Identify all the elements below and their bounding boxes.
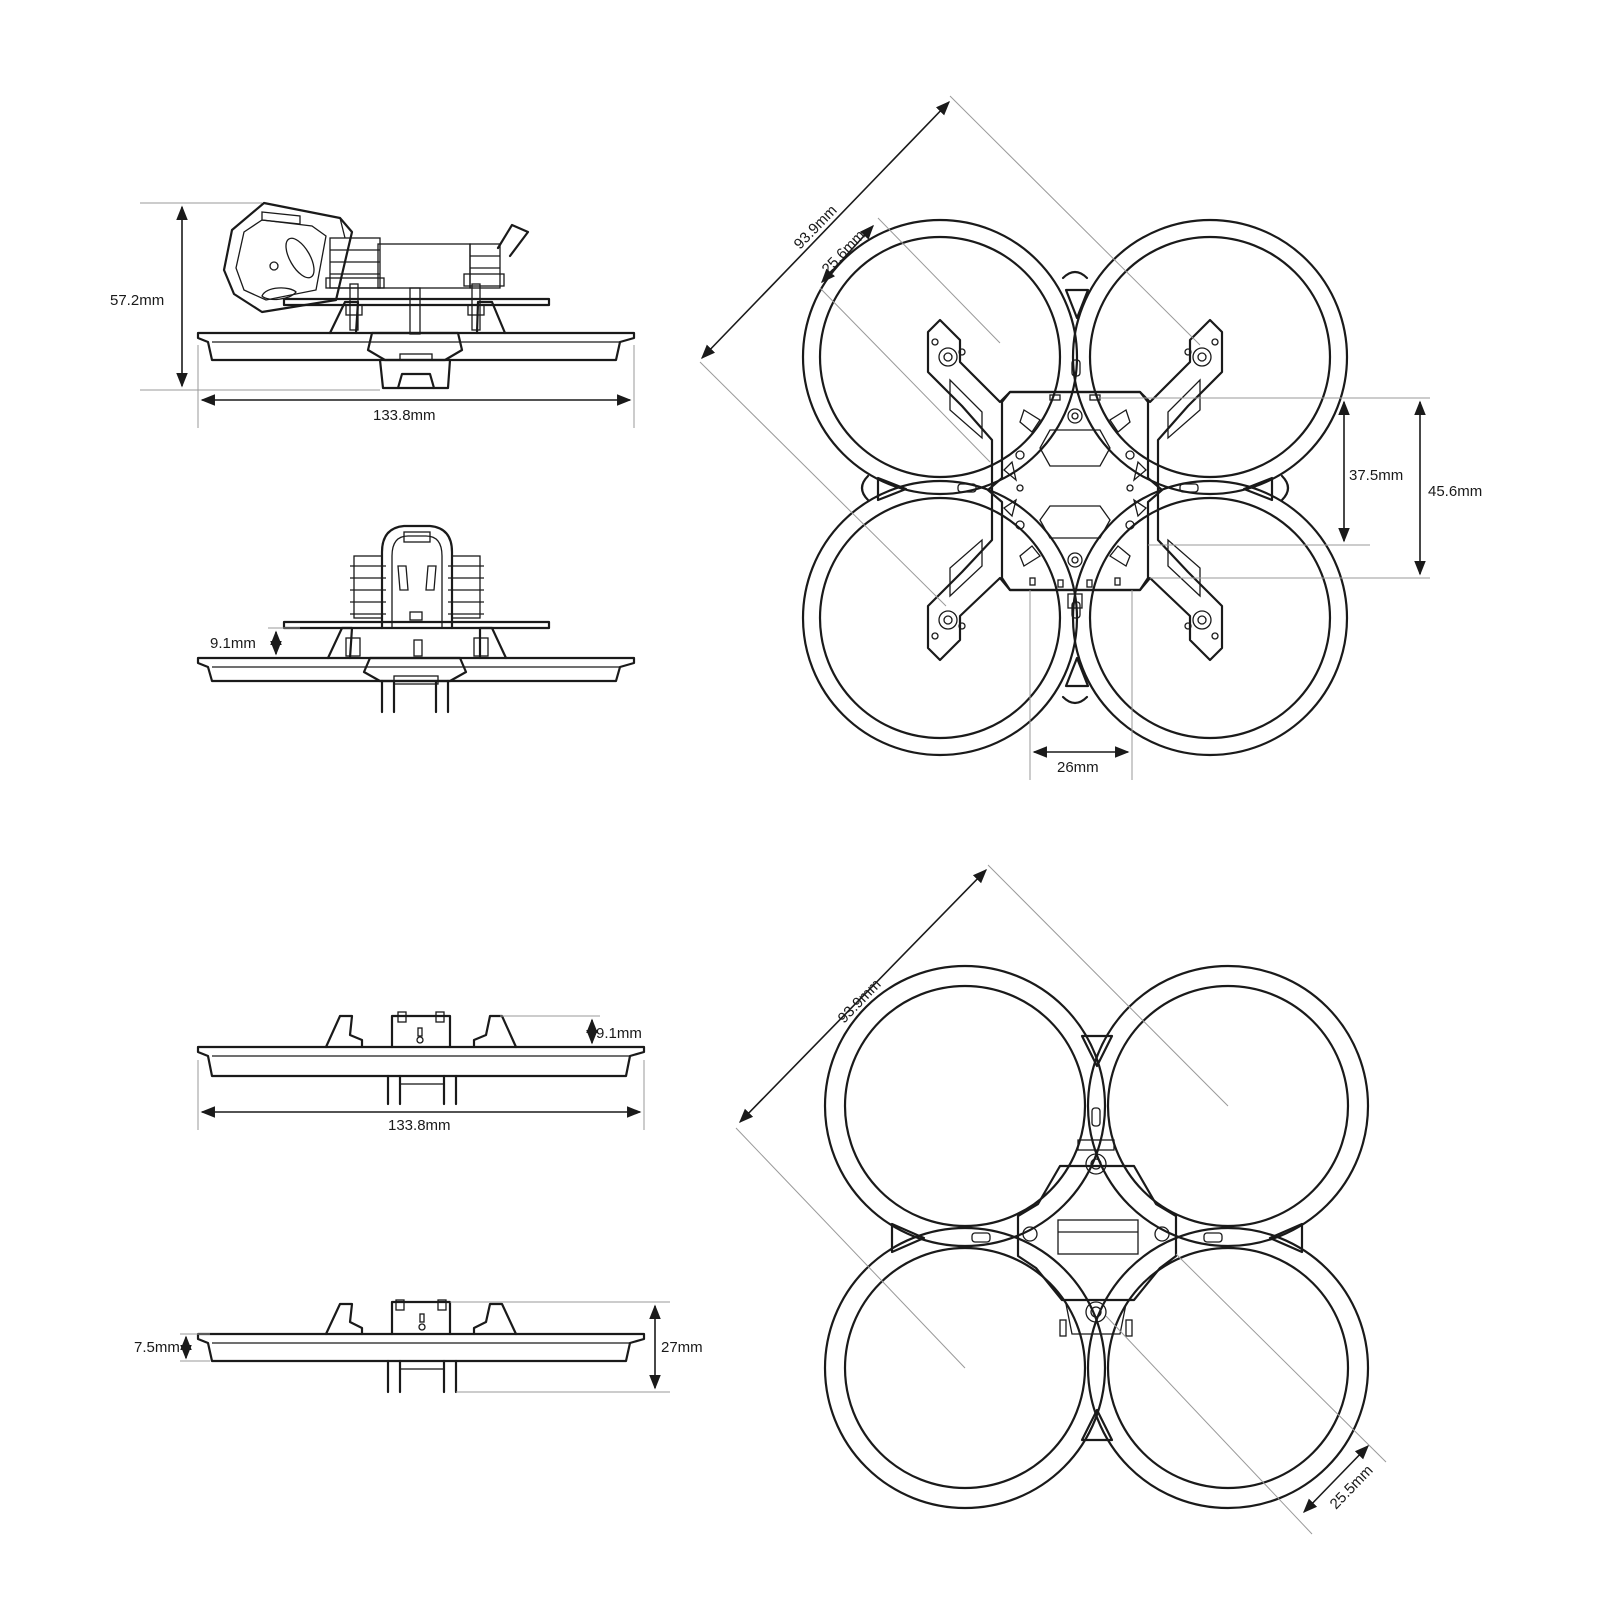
dim-guard-thickness: 7.5mm [134,1339,180,1356]
bottom-center-mount [1016,1139,1178,1337]
camera-mount [222,201,354,314]
fin-stack-right [448,555,484,619]
stack-right [463,243,505,289]
guard-side-view: 9.1mm 133.8mm [196,1011,646,1134]
top-center-plate [986,390,1164,609]
dim-top-width: 26mm [1057,759,1099,776]
dim-guard-width: 133.8mm [388,1117,451,1134]
front-view: 9.1mm [196,524,636,714]
dim-bottom-diagonal: 93.9mm [835,976,885,1027]
top-guard-outline [801,218,1349,757]
side-view-with-camera: 57.2mm 133.8mm [110,201,636,428]
fin-stack-left [350,555,386,619]
bottom-view-guard: 93.9mm 25.5mm [735,864,1387,1535]
stack-left [325,237,385,289]
dim-top-mount-outer: 45.6mm [1428,483,1482,500]
guard-front-view: 7.5mm 27mm [134,1299,703,1394]
dim-guard-clearance: 9.1mm [596,1025,642,1042]
dim-top-mount-inner: 37.5mm [1349,467,1403,484]
dim-bottom-prop: 25.5mm [1327,1462,1377,1513]
dim-side-width: 133.8mm [373,407,436,424]
dim-guard-height: 27mm [661,1339,703,1356]
dim-front-clearance: 9.1mm [210,635,256,652]
dim-side-height: 57.2mm [110,292,164,309]
dim-top-prop: 25.6mm [819,227,869,278]
dim-top-diagonal: 93.9mm [791,202,841,253]
top-view-frame: 93.9mm 25.6mm 37.5mm 45.6mm 26mm [699,95,1482,780]
